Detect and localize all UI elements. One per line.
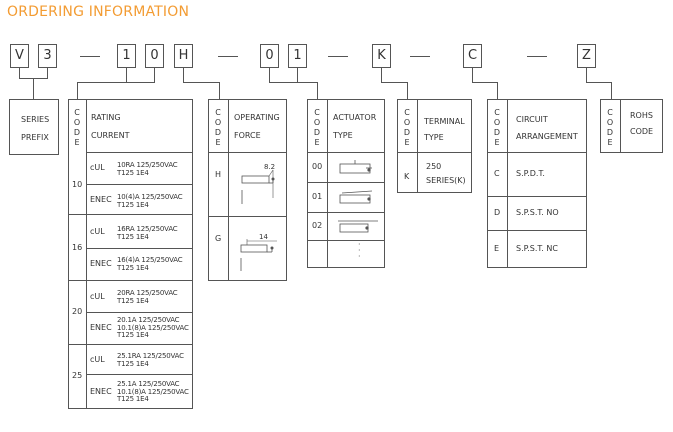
code-box-1: 1	[117, 44, 136, 68]
series-prefix-box: SERIES PREFIX	[9, 99, 59, 155]
force-code-g: G	[215, 234, 222, 243]
page-title: ORDERING INFORMATION	[7, 4, 190, 20]
actuator-code-02: 02	[312, 221, 323, 230]
force-dim-g: 14	[259, 233, 268, 241]
dash-separator	[527, 56, 547, 57]
force-dim-h: 8.2	[264, 163, 275, 171]
terminal-desc-1: 250	[426, 162, 442, 171]
rating-std: ENEC	[90, 323, 112, 332]
circuit-header-1: CIRCUIT	[516, 115, 548, 124]
circuit-desc-spst-nc: S.P.S.T. NC	[516, 244, 558, 253]
rating-std: ENEC	[90, 195, 112, 204]
code-box-k: K	[372, 44, 391, 68]
actuator-header-2: TYPE	[333, 131, 353, 140]
actuator-code-00: 00	[312, 162, 323, 171]
rating-code-16: 16	[72, 243, 83, 252]
rating-code-20: 20	[72, 307, 83, 316]
force-code-h: H	[215, 170, 222, 179]
pin-plunger-actuator-icon	[339, 160, 372, 174]
code-box-h: H	[174, 44, 193, 68]
actuator-header-1: ACTUATOR	[333, 113, 377, 122]
force-header-2: FORCE	[234, 131, 261, 140]
rating-std: cUL	[90, 292, 105, 301]
actuator-code-01: 01	[312, 192, 323, 201]
terminal-desc-2: SERIES(K)	[426, 176, 466, 185]
circuit-code-d: D	[494, 208, 501, 217]
rohs-header-2: CODE	[630, 127, 654, 136]
rating-std: ENEC	[90, 387, 112, 396]
rating-std: cUL	[90, 163, 105, 172]
dash-separator	[410, 56, 430, 57]
code-box-3: 3	[38, 44, 57, 68]
terminal-header-2: TYPE	[424, 133, 444, 142]
code-box-0: 0	[145, 44, 164, 68]
prefix-label: PREFIX	[21, 133, 49, 142]
circuit-header-2: ARRANGEMENT	[516, 132, 578, 141]
code-box-v: V	[10, 44, 29, 68]
rating-header-1: RATING	[91, 113, 121, 122]
long-lever-actuator-icon	[338, 220, 378, 233]
code-box-z: Z	[577, 44, 596, 68]
series-label: SERIES	[21, 115, 50, 124]
force-header-1: OPERATING	[234, 113, 280, 122]
code-box-0b: 0	[260, 44, 279, 68]
switch-height-diagram-icon: 14	[240, 233, 277, 271]
dash-separator	[218, 56, 238, 57]
switch-height-diagram-icon: 8.2	[241, 163, 275, 204]
lever-actuator-icon	[339, 190, 373, 204]
rating-code-10: 10	[72, 180, 83, 189]
rating-std: ENEC	[90, 259, 112, 268]
code-box-c: C	[463, 44, 482, 68]
circuit-code-c: C	[494, 169, 500, 178]
circuit-desc-spst-no: S.P.S.T. NO	[516, 208, 559, 217]
rohs-header-1: ROHS	[630, 111, 653, 120]
dash-separator	[328, 56, 348, 57]
rating-header-2: CURRENT	[91, 131, 130, 140]
terminal-header-1: TERMINAL	[424, 117, 465, 126]
rating-code-25: 25	[72, 371, 83, 380]
code-box-1b: 1	[288, 44, 307, 68]
rating-std: cUL	[90, 355, 105, 364]
terminal-code-k: K	[404, 172, 410, 181]
rating-std: cUL	[90, 227, 105, 236]
circuit-code-e: E	[494, 244, 500, 253]
circuit-desc-spdt: S.P.D.T.	[516, 169, 545, 178]
dash-separator	[80, 56, 100, 57]
more-types-dots: ···	[358, 240, 361, 261]
